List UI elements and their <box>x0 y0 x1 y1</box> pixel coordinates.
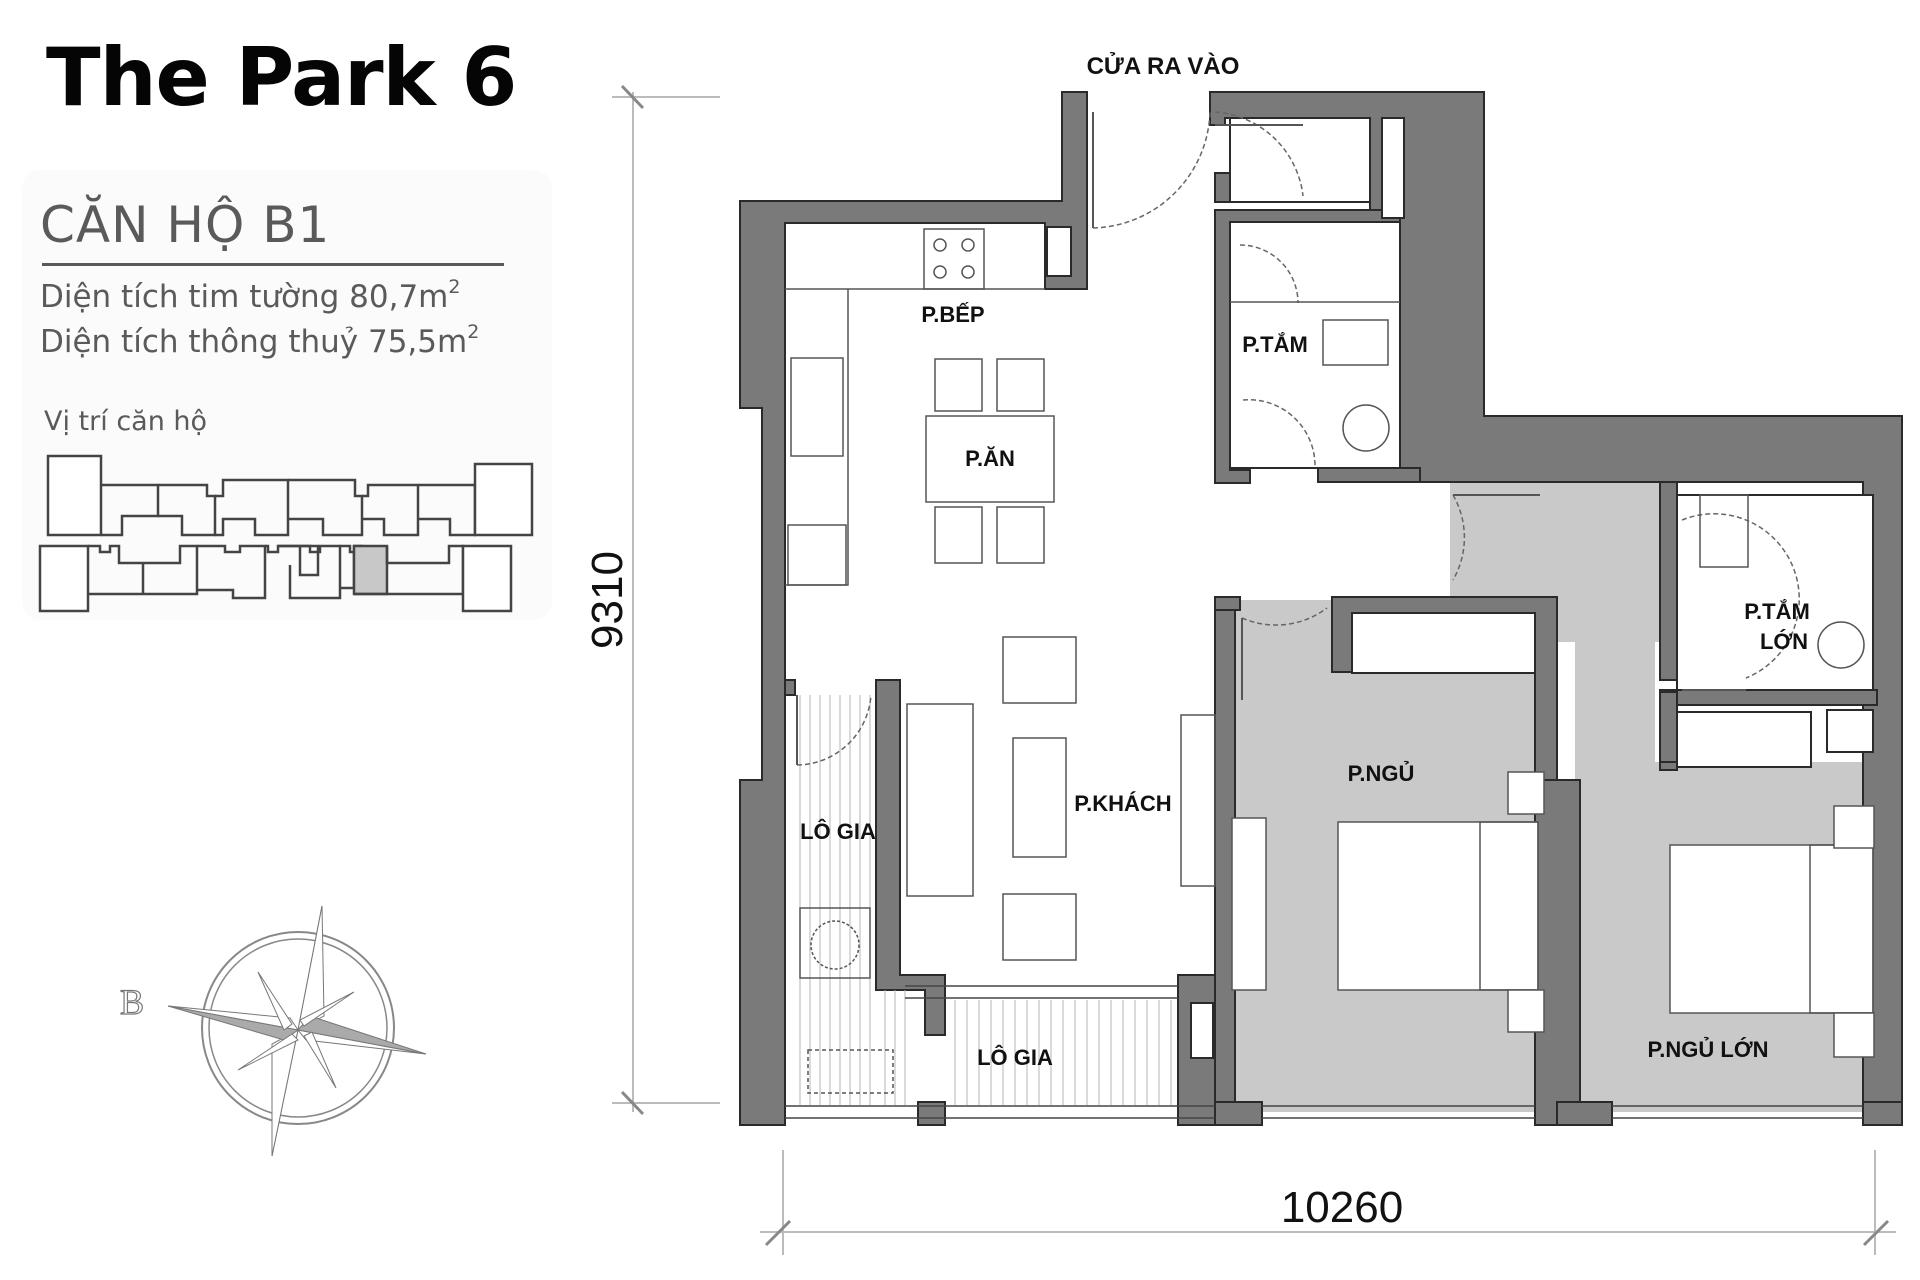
label-living: P.KHÁCH <box>1074 791 1171 816</box>
doors <box>796 111 1800 766</box>
dining-chair <box>996 358 1045 412</box>
nightstand <box>1507 989 1545 1033</box>
keyplan-block <box>46 454 103 537</box>
label-kitchen: P.BẾP <box>921 302 984 327</box>
closet-door-arc <box>1214 111 1304 197</box>
unit-name: CĂN HỘ B1 <box>40 196 331 254</box>
gross-area: Diện tích tim tường 80,7m2 <box>40 278 460 315</box>
unit-divider <box>42 263 504 266</box>
tv-console <box>1180 714 1216 887</box>
master-bath-room <box>1676 494 1874 691</box>
loggia-hatch-lines <box>799 695 1172 1105</box>
keyplan-block <box>461 544 513 613</box>
label-master-bath-1: P.TẮM <box>1744 599 1810 624</box>
location-keyplan <box>38 454 534 613</box>
stove <box>923 228 985 290</box>
exterior-windows <box>785 985 1863 1119</box>
dimension-vertical <box>612 84 720 1116</box>
location-label: Vị trí căn hộ <box>44 406 208 437</box>
master-sink <box>1817 621 1865 669</box>
coffee-table <box>1012 737 1067 858</box>
net-area-sup: 2 <box>467 321 480 343</box>
label-bath: P.TẮM <box>1242 332 1308 357</box>
dimension-height-label: 9310 <box>583 551 632 649</box>
shaft-box <box>1826 709 1874 753</box>
compass-north-label: B <box>120 982 144 1022</box>
shaft-kitchen <box>1046 226 1072 277</box>
net-area: Diện tích thông thuỷ 75,5m2 <box>40 323 479 360</box>
dimension-horizontal <box>760 1150 1896 1255</box>
label-dining: P.ĂN <box>965 446 1015 471</box>
armchair <box>1002 893 1077 961</box>
washing-machine <box>799 907 871 979</box>
tv-console-bedroom <box>1231 817 1267 991</box>
keyplan-block <box>473 462 534 537</box>
bed <box>1337 821 1539 991</box>
label-master-bath-2: LỚN <box>1760 629 1808 654</box>
entry-closet <box>1229 117 1371 203</box>
dimension-width-label: 10260 <box>1281 1183 1403 1232</box>
sofa <box>906 703 974 897</box>
nightstand <box>1833 1012 1875 1058</box>
shaft-entry <box>1381 117 1405 219</box>
master-toilet <box>1699 494 1749 568</box>
net-area-text: Diện tích thông thuỷ 75,5m <box>40 324 468 360</box>
wardrobe-master <box>1676 711 1812 768</box>
bath-room <box>1229 221 1401 469</box>
keyplan-block <box>38 544 90 613</box>
fridge <box>787 524 847 586</box>
furniture <box>785 228 1875 1094</box>
nightstand <box>1833 805 1875 849</box>
label-bedroom: P.NGỦ <box>1348 761 1415 786</box>
room-cutouts <box>1046 117 1874 1059</box>
entrance-door-arc <box>1092 111 1211 229</box>
door-leaves <box>796 112 1746 765</box>
wardrobe-bedroom <box>1351 612 1536 674</box>
label-master-bedroom: P.NGỦ LỚN <box>1647 1037 1768 1062</box>
sink <box>790 357 844 457</box>
dining-chair <box>996 506 1045 564</box>
armchair <box>1002 636 1077 704</box>
room-labels: CỬA RA VÀO P.BẾP P.ĂN P.TẮM P.TẮM LỚN P.… <box>800 51 1810 1070</box>
shaft-loggia <box>1190 1002 1214 1059</box>
gross-area-sup: 2 <box>448 276 461 298</box>
nightstand <box>1507 771 1545 815</box>
dining-chair <box>934 358 983 412</box>
gross-area-text: Diện tích tim tường 80,7m <box>40 279 449 315</box>
label-loggia-bottom: LÔ GIA <box>977 1045 1053 1070</box>
dining-table <box>925 415 1055 503</box>
label-entrance: CỬA RA VÀO <box>1087 51 1240 80</box>
compass-rose: B <box>119 905 427 1157</box>
drying-area <box>807 1049 894 1094</box>
label-loggia-left: LÔ GIA <box>800 819 876 844</box>
bath-sink <box>1342 404 1390 452</box>
master-bed <box>1669 844 1874 1014</box>
dining-chair <box>934 506 983 564</box>
keyplan-highlight-unit <box>352 544 389 596</box>
toilet <box>1322 319 1389 366</box>
project-title: The Park 6 <box>46 31 517 124</box>
